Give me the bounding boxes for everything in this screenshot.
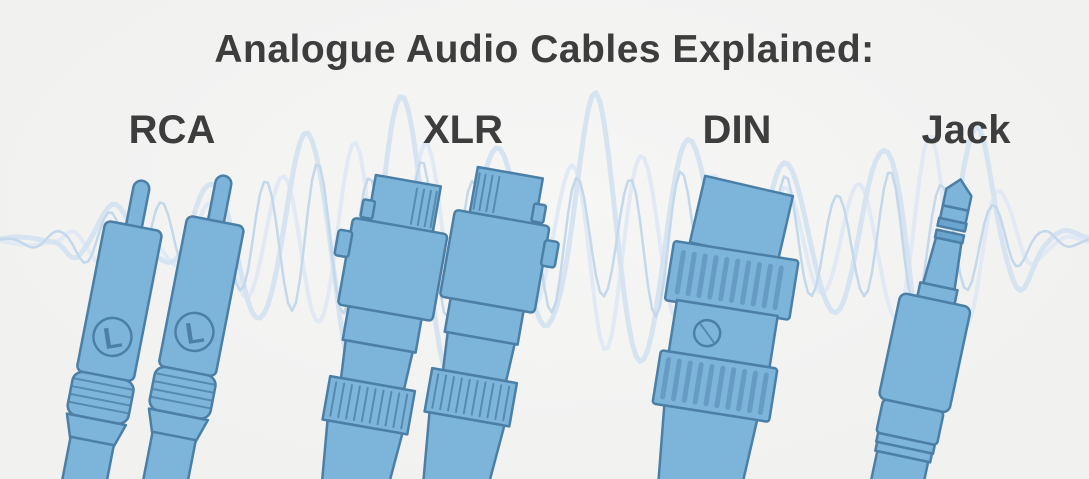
rca-channel-letter: L <box>101 321 124 356</box>
xlr-cap-ribs <box>409 187 438 229</box>
jack-insulator-ring <box>936 216 968 233</box>
xlr-boot <box>314 419 404 479</box>
xlr-connector-left <box>314 173 449 479</box>
cable-label-din: DIN <box>702 108 772 152</box>
xlr-release-button <box>530 202 548 225</box>
xlr-latch-tab <box>333 228 354 259</box>
din-screw-slot <box>699 323 715 344</box>
xlr-boot <box>416 411 506 479</box>
xlr-grip-ribs <box>329 381 409 430</box>
xlr-connector-right <box>416 165 560 479</box>
xlr-grip-ribs <box>431 373 511 422</box>
rca-plug-right: L <box>94 174 245 479</box>
cable-label-rca: RCA <box>128 108 216 152</box>
rca-cable <box>94 430 198 479</box>
xlr-cap-ribs <box>472 172 501 214</box>
xlr-release-button <box>359 198 377 220</box>
jack-shaft <box>922 236 963 291</box>
cable-label-jack: Jack <box>921 108 1011 152</box>
din-collar-ribs <box>674 249 784 310</box>
rca-channel-ring <box>92 316 133 358</box>
rca-body <box>158 215 245 377</box>
xlr-latch-tab <box>539 239 560 269</box>
rca-plug-left: L <box>12 179 163 479</box>
rca-cable <box>12 435 116 479</box>
rca-grip-ribs <box>150 372 216 410</box>
din-grip-ribs <box>660 356 769 415</box>
din-screw <box>692 318 722 348</box>
din-boot <box>647 404 759 479</box>
xlr-barrel <box>337 217 449 322</box>
xlr-barrel <box>439 209 551 314</box>
jack-lower-body <box>860 449 930 479</box>
page-title: Analogue Audio Cables Explained: <box>214 28 875 71</box>
cable-label-xlr: XLR <box>423 108 503 152</box>
rca-channel-ring <box>174 311 215 353</box>
rca-channel-letter: L <box>183 316 206 351</box>
din-connector <box>647 174 800 479</box>
rca-grip-ribs <box>68 377 134 415</box>
jack-plug <box>860 178 973 479</box>
